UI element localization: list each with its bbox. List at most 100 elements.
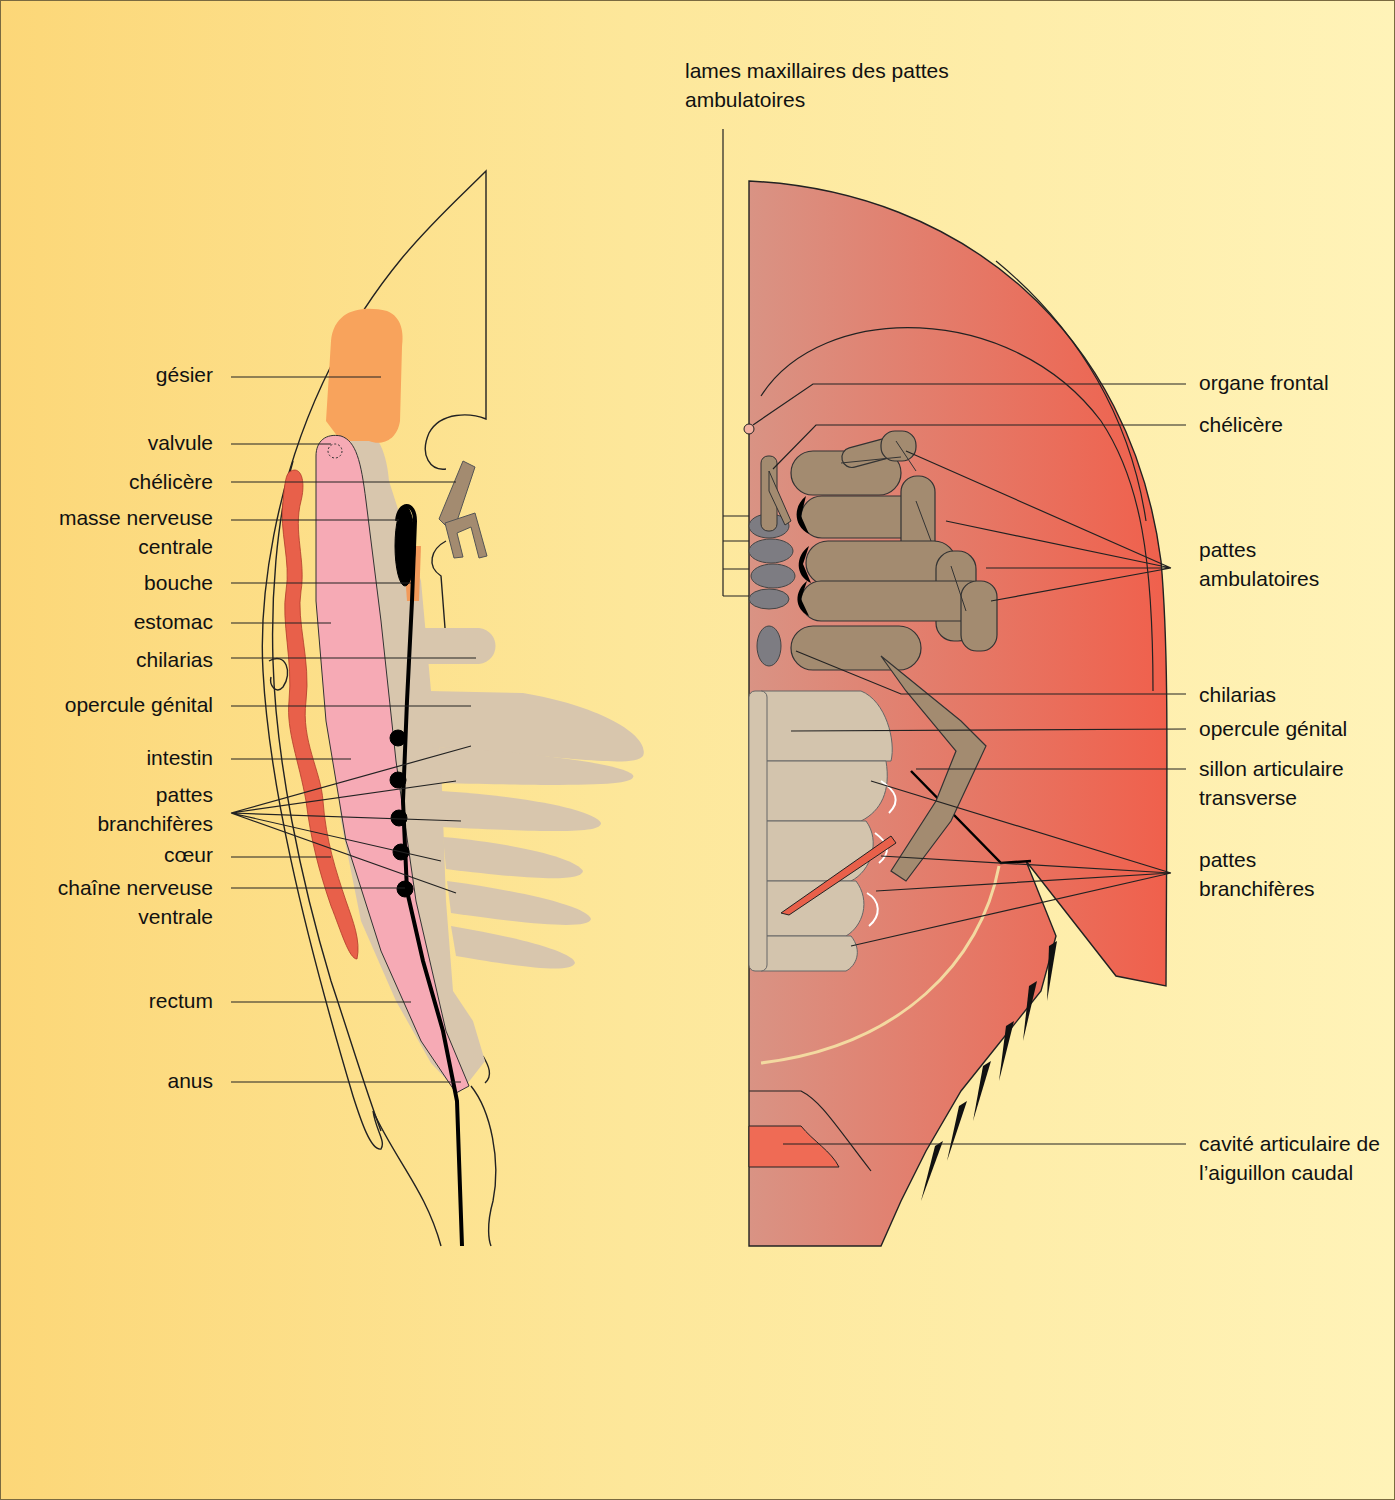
anatomy-shape: [881, 431, 916, 461]
anatomy-shape: [761, 456, 791, 531]
anatomy-shape: [231, 376, 381, 377]
anatomy-shape: [749, 539, 793, 563]
anatomy-shape: [231, 519, 399, 520]
anatomy-shape: [231, 1001, 411, 1002]
anatomy-shape: [757, 626, 781, 666]
anatomy-shape: [390, 730, 406, 746]
anatomy-shape: [749, 589, 789, 609]
anatomy-shape: [397, 881, 413, 897]
anatomy-shape: [751, 564, 795, 588]
anatomy-shape: [749, 1126, 839, 1167]
anatomy-shape: [231, 377, 476, 1082]
anatomy-shape: [791, 729, 1186, 731]
anatomy-shape: [439, 747, 633, 785]
anatomy-shape: [441, 791, 601, 831]
part-label: rectum: [13, 986, 213, 1015]
anatomy-shape: [973, 1061, 991, 1121]
anatomy-shape: [791, 626, 921, 670]
anatomy-shape: [947, 1101, 967, 1161]
anatomy-shape: [951, 566, 966, 611]
anatomy-shape: [391, 810, 407, 826]
anatomy-shape: [445, 513, 487, 558]
part-label: valvule: [13, 428, 213, 457]
anatomy-shape: [761, 866, 999, 1063]
part-label: chélicère: [1199, 410, 1389, 439]
anatomy-shape: [749, 514, 795, 666]
anatomy-shape: [723, 129, 1186, 1144]
anatomy-shape: [867, 893, 878, 926]
anatomy-shape: [282, 470, 358, 959]
anatomy-shape: [753, 384, 1186, 425]
part-label: chaîne nerveuse ventrale: [23, 873, 213, 931]
part-label: gésier: [13, 360, 213, 389]
part-label: organe frontal: [1199, 368, 1389, 397]
part-label: masse nerveuse centrale: [33, 503, 213, 561]
anatomy-shape: [961, 581, 997, 651]
anatomy-shape: [269, 658, 288, 689]
part-label: opercule génital: [13, 690, 213, 719]
anatomy-shape: [791, 431, 997, 881]
anatomy-shape: [328, 444, 342, 458]
anatomy-shape: [996, 261, 1146, 521]
anatomy-shape: [896, 441, 916, 471]
part-label: chilarias: [13, 645, 213, 674]
anatomy-shape: [797, 496, 811, 616]
anatomy-shape: [841, 457, 901, 463]
anatomy-shape: [231, 622, 331, 623]
part-label: chélicère: [13, 467, 213, 496]
anatomy-shape: [749, 181, 1167, 1246]
anatomy-shape: [316, 435, 469, 1093]
anatomy-shape: [395, 506, 415, 586]
anatomy-shape: [1047, 941, 1057, 1001]
anatomy-shape: [806, 541, 956, 585]
anatomy-shape: [231, 705, 471, 706]
anatomy-shape: [231, 887, 405, 888]
anatomy-shape: [723, 129, 749, 596]
anatomy-shape: [761, 761, 887, 821]
anatomy-shape: [432, 541, 446, 641]
anatomy-shape: [439, 461, 487, 558]
anatomy-shape: [1023, 981, 1037, 1041]
anatomy-shape: [749, 691, 892, 971]
anatomy-shape: [443, 837, 583, 878]
anatomy-shape: [761, 936, 857, 971]
anatomy-shape: [231, 582, 411, 583]
part-label: pattes branchifères: [1199, 845, 1349, 903]
anatomy-shape: [797, 496, 809, 534]
part-label: intestin: [13, 743, 213, 772]
part-label: cœur: [13, 840, 213, 869]
anatomy-shape: [781, 836, 896, 915]
anatomy-shape: [231, 758, 351, 759]
anatomy-shape: [769, 471, 791, 525]
part-label: cavité articulaire de l’aiguillon caudal: [1199, 1129, 1384, 1187]
anatomy-shape: [761, 881, 864, 936]
part-label: opercule génital: [1199, 714, 1389, 743]
anatomy-shape: [231, 746, 471, 893]
anatomy-shape: [451, 926, 575, 969]
anatomy-shape: [471, 1086, 496, 1246]
anatomy-shape: [390, 506, 462, 1246]
anatomy-shape: [749, 261, 1153, 1171]
anatomy-shape: [773, 425, 1186, 469]
part-label: bouche: [13, 568, 213, 597]
anatomy-shape: [841, 441, 966, 611]
anatomy-shape: [921, 941, 1057, 1201]
anatomy-shape: [326, 309, 403, 443]
anatomy-shape: [761, 821, 873, 881]
anatomy-shape: [231, 443, 331, 444]
anatomy-shape: [783, 1143, 1186, 1144]
anatomy-shape: [390, 772, 406, 788]
anatomy-shape: [796, 651, 1186, 694]
anatomy-shape: [916, 501, 931, 541]
anatomy-shape: [851, 781, 1171, 946]
anatomy-shape: [999, 1021, 1014, 1081]
anatomy-shape: [799, 546, 811, 583]
anatomy-shape: [231, 657, 476, 658]
part-label: sillon articulaire transverse: [1199, 754, 1379, 812]
part-label: pattes ambulatoires: [1199, 535, 1349, 593]
anatomy-shape: [231, 856, 331, 857]
part-label: anus: [13, 1066, 213, 1095]
anatomy-shape: [906, 451, 1171, 601]
part-label: chilarias: [1199, 680, 1389, 709]
